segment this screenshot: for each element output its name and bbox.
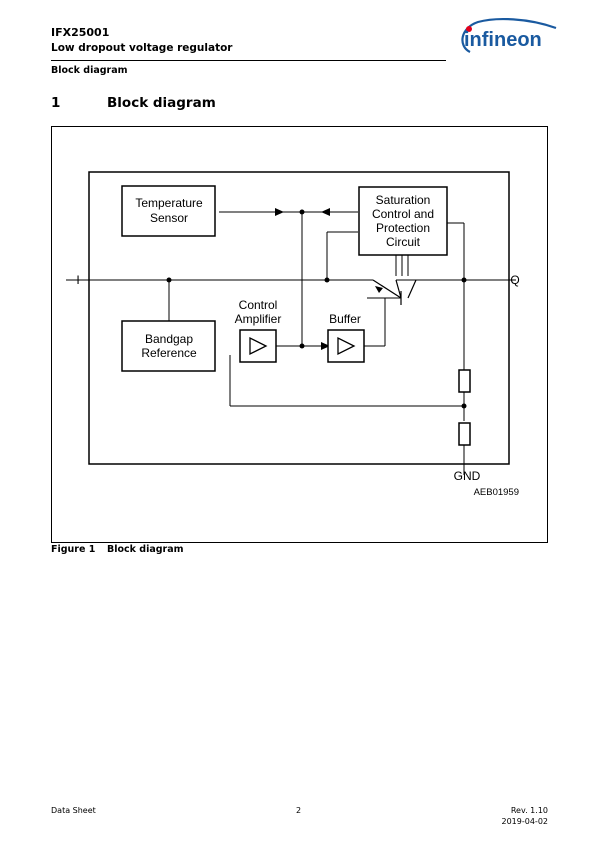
bandgap-reference-block xyxy=(121,320,216,372)
saturation-control-label: Saturation xyxy=(376,193,431,207)
divider-resistor-top xyxy=(458,369,471,393)
arrow-temp-right xyxy=(275,208,284,216)
figure-number: Figure 1 xyxy=(51,544,96,555)
pin-output-label: Q xyxy=(510,273,519,287)
wires xyxy=(66,211,516,475)
pass-transistor xyxy=(372,279,417,305)
control-amplifier-block xyxy=(239,329,277,363)
control-amplifier-label: Amplifier xyxy=(235,312,282,326)
amplifier-triangle-icon xyxy=(249,336,268,356)
control-amplifier-label: Control xyxy=(239,298,278,312)
pin-input-label: I xyxy=(76,273,79,287)
divider-resistor-bottom xyxy=(458,422,471,446)
logo-swoosh xyxy=(461,18,557,53)
footer-page-number: 2 xyxy=(296,806,302,815)
buffer-block xyxy=(327,329,365,363)
header-section-label: Block diagram xyxy=(51,65,128,76)
block-diagram: Temperature Sensor Saturation Control an… xyxy=(51,126,548,543)
arrow-to-buffer xyxy=(321,342,330,350)
drawing-id: AEB01959 xyxy=(474,487,519,498)
buffer-triangle-icon xyxy=(337,336,356,356)
infineon-logo: infineon xyxy=(461,18,557,53)
temperature-sensor-label: Temperature xyxy=(135,196,203,210)
product-subtitle: Low dropout voltage regulator xyxy=(51,42,233,54)
section-number: 1 xyxy=(51,95,61,111)
bandgap-reference-label: Bandgap xyxy=(145,332,193,346)
temperature-sensor-label: Sensor xyxy=(150,211,188,225)
saturation-control-label: Circuit xyxy=(386,235,421,249)
section-title: Block diagram xyxy=(107,95,216,111)
header-rule xyxy=(51,60,446,61)
buffer-label: Buffer xyxy=(329,312,361,326)
arrow-sat-left xyxy=(321,208,330,216)
saturation-control-label: Protection xyxy=(376,221,430,235)
transistor-arrow xyxy=(375,286,383,293)
product-name: IFX25001 xyxy=(51,26,110,39)
chip-boundary xyxy=(88,171,510,465)
footer-doc-type: Data Sheet xyxy=(51,806,96,815)
pin-ground-label: GND xyxy=(454,469,481,483)
footer-date: 2019-04-02 xyxy=(501,817,549,826)
temperature-sensor-block xyxy=(121,185,216,237)
saturation-control-block xyxy=(358,186,448,256)
logo-wordmark: infineon xyxy=(464,29,542,51)
junction-dots xyxy=(166,209,467,409)
logo-dot xyxy=(466,26,472,32)
saturation-control-label: Control and xyxy=(372,207,434,221)
bandgap-reference-label: Reference xyxy=(141,346,197,360)
footer-revision: Rev. 1.10 xyxy=(510,806,548,815)
figure-caption: Block diagram xyxy=(107,544,184,555)
